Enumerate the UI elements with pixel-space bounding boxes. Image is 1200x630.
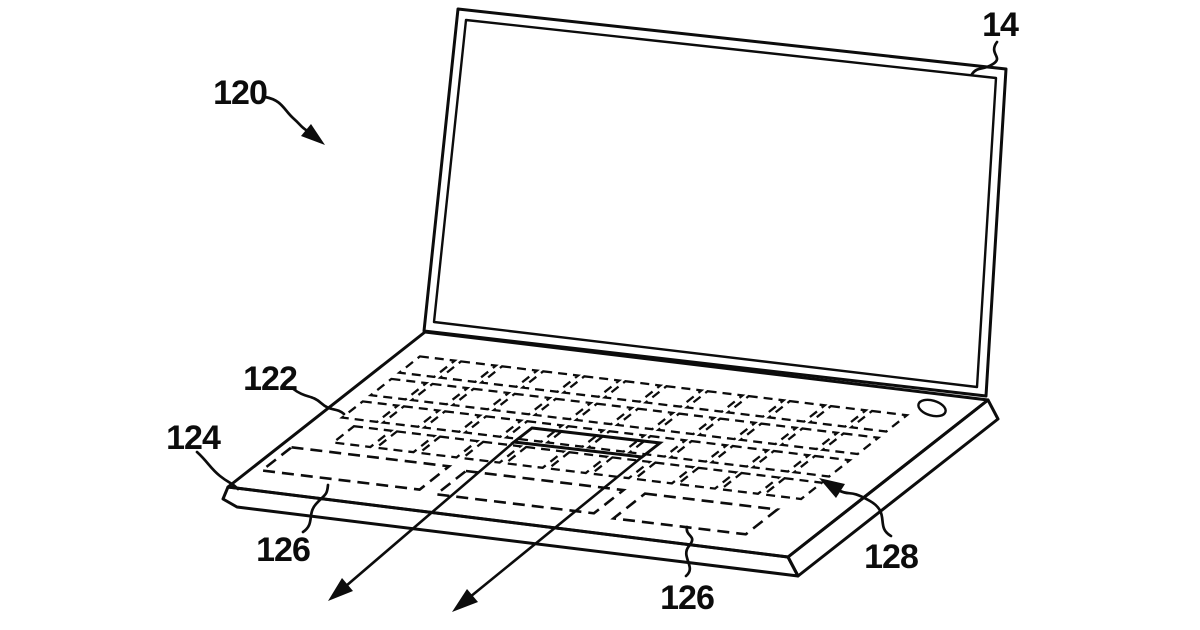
leader-14 bbox=[970, 40, 999, 76]
key-row-3-key-9 bbox=[668, 439, 730, 463]
leader-126-left bbox=[301, 483, 330, 534]
label-124: 124 bbox=[166, 419, 221, 457]
key-row-4-key-7 bbox=[588, 456, 653, 480]
base-right-face bbox=[786, 398, 1000, 578]
key-row-4-key-11 bbox=[761, 477, 825, 501]
key-row-2-key-11 bbox=[778, 427, 841, 451]
front-touch-zones bbox=[258, 445, 781, 536]
leader-124 bbox=[195, 450, 240, 491]
key-row-4-key-3 bbox=[416, 435, 481, 459]
key-row-1-key-10 bbox=[766, 399, 828, 423]
key-row-1-key-2 bbox=[437, 360, 499, 384]
key-row-3-key-10 bbox=[709, 444, 771, 468]
key-row-3-key-3 bbox=[421, 410, 483, 433]
lid-screen-bezel bbox=[432, 18, 998, 389]
active-input-region bbox=[328, 426, 664, 612]
laptop-base bbox=[221, 330, 1000, 578]
key-row-2-key-10 bbox=[737, 422, 800, 446]
key-row-4-key-1 bbox=[330, 425, 394, 449]
front-zone-left bbox=[258, 445, 453, 491]
virtual-key-grid bbox=[330, 355, 910, 501]
key-row-1-key-8 bbox=[684, 390, 746, 413]
key-row-4-key-5 bbox=[502, 445, 567, 469]
lid-outer-edge bbox=[422, 7, 1008, 398]
key-row-2-key-6 bbox=[573, 402, 635, 426]
key-row-3-key-4 bbox=[462, 415, 524, 438]
key-row-4-key-8 bbox=[631, 461, 696, 485]
active-region-outline bbox=[510, 426, 664, 459]
leader-126-center bbox=[684, 525, 694, 578]
key-row-4-key-10 bbox=[718, 471, 782, 495]
key-row-1-key-12 bbox=[848, 409, 910, 433]
key-row-1-key-1 bbox=[396, 355, 458, 379]
key-row-3-key-5 bbox=[503, 420, 565, 443]
power-button bbox=[917, 398, 947, 418]
label-126-left: 126 bbox=[256, 531, 310, 569]
key-row-2-key-5 bbox=[532, 397, 594, 421]
leader-128-shaft bbox=[838, 489, 893, 538]
key-row-1-key-6 bbox=[601, 379, 664, 403]
key-row-3-key-8 bbox=[626, 434, 689, 458]
front-zone-right bbox=[610, 492, 781, 536]
label-126-center: 126 bbox=[660, 579, 714, 617]
expansion-arrow-right-shaft bbox=[469, 455, 643, 599]
laptop-lid bbox=[422, 7, 1008, 398]
leader-128-arrowhead bbox=[819, 478, 845, 498]
label-120: 120 bbox=[213, 74, 267, 112]
key-row-3-key-2 bbox=[380, 405, 442, 428]
key-row-1-key-9 bbox=[725, 394, 787, 418]
leader-120-shaft bbox=[263, 95, 308, 132]
label-128: 128 bbox=[864, 538, 918, 576]
key-row-3-key-12 bbox=[791, 454, 853, 478]
key-row-3-key-6 bbox=[544, 425, 607, 448]
expansion-arrow-left-shaft bbox=[345, 441, 515, 587]
base-front-face bbox=[221, 485, 800, 578]
key-row-2-key-4 bbox=[491, 392, 553, 416]
key-row-1-key-7 bbox=[642, 385, 705, 408]
front-zone-center bbox=[433, 469, 627, 515]
key-row-3-key-7 bbox=[585, 430, 648, 453]
key-row-2-key-3 bbox=[450, 387, 512, 411]
key-row-3-key-1 bbox=[339, 400, 401, 424]
key-row-1-key-3 bbox=[478, 365, 540, 388]
key-row-2-key-1 bbox=[367, 377, 430, 401]
key-row-4-key-6 bbox=[545, 451, 610, 475]
leader-120-arrowhead bbox=[301, 124, 325, 145]
label-122: 122 bbox=[243, 360, 297, 398]
key-row-2-key-2 bbox=[408, 382, 471, 406]
key-row-1-key-11 bbox=[807, 404, 869, 428]
expansion-arrow-right-head bbox=[452, 589, 478, 612]
key-row-4-key-9 bbox=[674, 466, 739, 490]
key-row-4-key-2 bbox=[373, 430, 438, 454]
key-row-1-key-4 bbox=[519, 370, 581, 393]
key-row-2-key-12 bbox=[819, 432, 882, 456]
key-row-2-key-8 bbox=[655, 412, 717, 436]
key-row-3-key-11 bbox=[750, 449, 812, 473]
expansion-arrow-left-head bbox=[328, 578, 353, 601]
key-row-2-key-7 bbox=[614, 407, 676, 431]
key-row-4-key-4 bbox=[459, 440, 524, 464]
leader-122 bbox=[290, 386, 346, 416]
key-row-2-key-9 bbox=[696, 417, 758, 441]
label-14: 14 bbox=[982, 6, 1019, 44]
reference-labels: 14 120 122 124 126 126 128 bbox=[166, 6, 1020, 617]
key-row-1-key-5 bbox=[560, 375, 623, 398]
reference-leaders bbox=[195, 40, 999, 578]
